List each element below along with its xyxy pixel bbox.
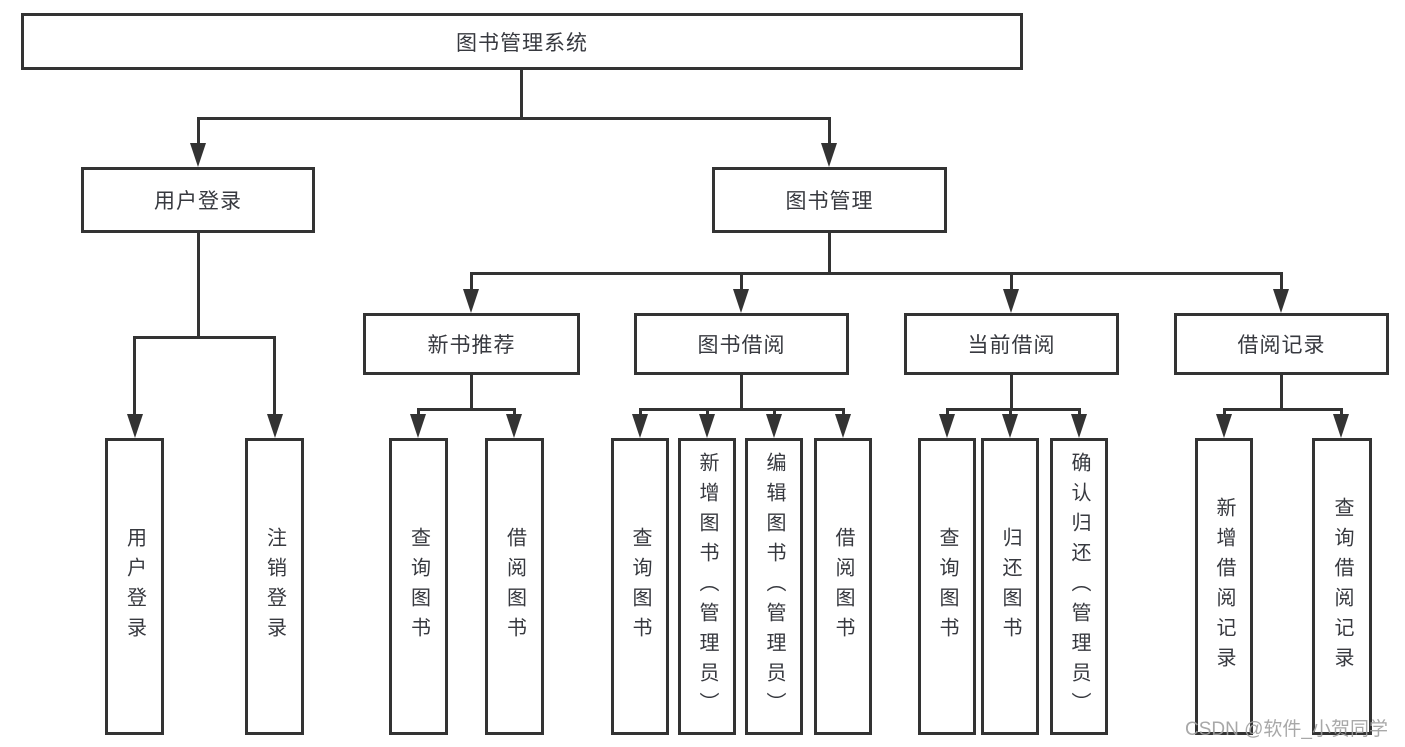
leaf-label: 注销登录 bbox=[263, 526, 286, 647]
leaf-label: 查询图书 bbox=[629, 526, 651, 647]
connector-drop-level3 bbox=[1280, 272, 1283, 292]
arrowhead-down-icon bbox=[1071, 414, 1087, 438]
connector-drop-leaf bbox=[1340, 408, 1343, 417]
node-current-borrowing: 当前借阅 bbox=[904, 313, 1119, 375]
connector-drop-leaf bbox=[706, 408, 709, 417]
connector-user-login-rail bbox=[133, 336, 276, 339]
leaf-borrow-books-recommend: 借阅图书 bbox=[485, 438, 544, 735]
arrowhead-down-icon bbox=[1333, 414, 1349, 438]
arrowhead-down-icon bbox=[506, 414, 522, 438]
arrowhead-down-icon bbox=[699, 414, 715, 438]
arrowhead-down-icon bbox=[267, 414, 283, 438]
arrowhead-down-icon bbox=[766, 414, 782, 438]
connector-drop-leaf bbox=[273, 336, 276, 416]
arrowhead-down-icon bbox=[632, 414, 648, 438]
leaf-label: 借阅图书 bbox=[832, 526, 854, 647]
node-current-borrowing-label: 当前借阅 bbox=[967, 334, 1056, 357]
leaf-edit-books-admin: 编辑图书（管理员） bbox=[745, 438, 803, 735]
arrowhead-down-icon bbox=[1003, 289, 1019, 313]
connector-book-borrowing-rail bbox=[639, 408, 844, 411]
leaf-query-books-recommend: 查询图书 bbox=[389, 438, 448, 735]
connector-new-book-stem bbox=[470, 374, 473, 411]
node-user-login: 用户登录 bbox=[81, 167, 315, 233]
arrowhead-down-icon bbox=[463, 289, 479, 313]
arrowhead-down-icon bbox=[1002, 414, 1018, 438]
connector-drop-leaf bbox=[842, 408, 845, 417]
connector-drop-leaf bbox=[1223, 408, 1226, 417]
connector-drop-leaf bbox=[1009, 408, 1012, 417]
connector-drop-leaf bbox=[133, 336, 136, 416]
arrowhead-down-icon bbox=[835, 414, 851, 438]
connector-current-borrowing-stem bbox=[1010, 374, 1013, 411]
node-borrowing-records-label: 借阅记录 bbox=[1237, 334, 1326, 357]
node-book-borrowing-label: 图书借阅 bbox=[697, 334, 786, 357]
connector-drop-level3 bbox=[740, 272, 743, 292]
leaf-query-borrow-record: 查询借阅记录 bbox=[1312, 438, 1372, 735]
node-book-management-label: 图书管理 bbox=[785, 190, 874, 213]
leaf-confirm-return-admin: 确认归还（管理员） bbox=[1050, 438, 1108, 735]
node-borrowing-records: 借阅记录 bbox=[1174, 313, 1389, 375]
connector-book-management-rail bbox=[470, 272, 1282, 275]
node-book-management: 图书管理 bbox=[712, 167, 947, 233]
connector-drop-leaf bbox=[946, 408, 949, 417]
connector-drop-level3 bbox=[470, 272, 473, 292]
connector-drop-user-login bbox=[197, 117, 200, 146]
leaf-label: 借阅图书 bbox=[503, 526, 526, 647]
connector-borrowing-records-stem bbox=[1280, 374, 1283, 411]
arrowhead-down-icon bbox=[821, 143, 837, 167]
leaf-add-books-admin: 新增图书（管理员） bbox=[678, 438, 736, 735]
leaf-label: 查询图书 bbox=[407, 526, 430, 647]
leaf-label: 归还图书 bbox=[999, 526, 1021, 647]
watermark: CSDN @软件_小贺同学 bbox=[1185, 719, 1388, 740]
arrowhead-down-icon bbox=[939, 414, 955, 438]
leaf-return-books: 归还图书 bbox=[981, 438, 1039, 735]
arrowhead-down-icon bbox=[1273, 289, 1289, 313]
connector-book-borrowing-stem bbox=[740, 374, 743, 411]
leaf-query-books-borrowing: 查询图书 bbox=[611, 438, 669, 735]
leaf-label: 新增借阅记录 bbox=[1213, 496, 1235, 677]
connector-user-login-stem bbox=[197, 232, 200, 339]
connector-drop-level3 bbox=[1010, 272, 1013, 292]
leaf-label: 查询图书 bbox=[936, 526, 958, 647]
arrowhead-down-icon bbox=[190, 143, 206, 167]
leaf-user-login: 用户登录 bbox=[105, 438, 164, 735]
node-book-borrowing: 图书借阅 bbox=[634, 313, 849, 375]
connector-drop-leaf bbox=[639, 408, 642, 417]
node-root-label: 图书管理系统 bbox=[456, 31, 588, 55]
node-new-book-recommend: 新书推荐 bbox=[363, 313, 580, 375]
connector-drop-leaf bbox=[513, 408, 516, 417]
connector-drop-leaf bbox=[1078, 408, 1081, 417]
arrowhead-down-icon bbox=[1216, 414, 1232, 438]
leaf-label: 确认归还（管理员） bbox=[1068, 451, 1090, 722]
connector-borrowing-records-rail bbox=[1224, 408, 1342, 411]
connector-drop-book-management bbox=[828, 117, 831, 146]
arrowhead-down-icon bbox=[410, 414, 426, 438]
connector-drop-leaf bbox=[417, 408, 420, 417]
connector-new-book-rail bbox=[418, 408, 516, 411]
node-new-book-recommend-label: 新书推荐 bbox=[427, 334, 516, 357]
leaf-borrow-books: 借阅图书 bbox=[814, 438, 872, 735]
node-user-login-label: 用户登录 bbox=[154, 190, 242, 213]
leaf-query-books-current: 查询图书 bbox=[918, 438, 976, 735]
connector-drop-leaf bbox=[773, 408, 776, 417]
connector-root-rail bbox=[197, 117, 831, 120]
leaf-label: 查询借阅记录 bbox=[1331, 496, 1353, 677]
connector-book-management-stem bbox=[828, 232, 831, 275]
leaf-add-borrow-record: 新增借阅记录 bbox=[1195, 438, 1253, 735]
leaf-label: 新增图书（管理员） bbox=[696, 451, 718, 722]
leaf-label: 编辑图书（管理员） bbox=[763, 451, 785, 722]
node-root: 图书管理系统 bbox=[21, 13, 1023, 70]
arrowhead-down-icon bbox=[733, 289, 749, 313]
leaf-label: 用户登录 bbox=[123, 526, 146, 647]
connector-current-borrowing-rail bbox=[946, 408, 1080, 411]
connector-root-stem bbox=[520, 69, 523, 120]
arrowhead-down-icon bbox=[127, 414, 143, 438]
leaf-logout: 注销登录 bbox=[245, 438, 304, 735]
